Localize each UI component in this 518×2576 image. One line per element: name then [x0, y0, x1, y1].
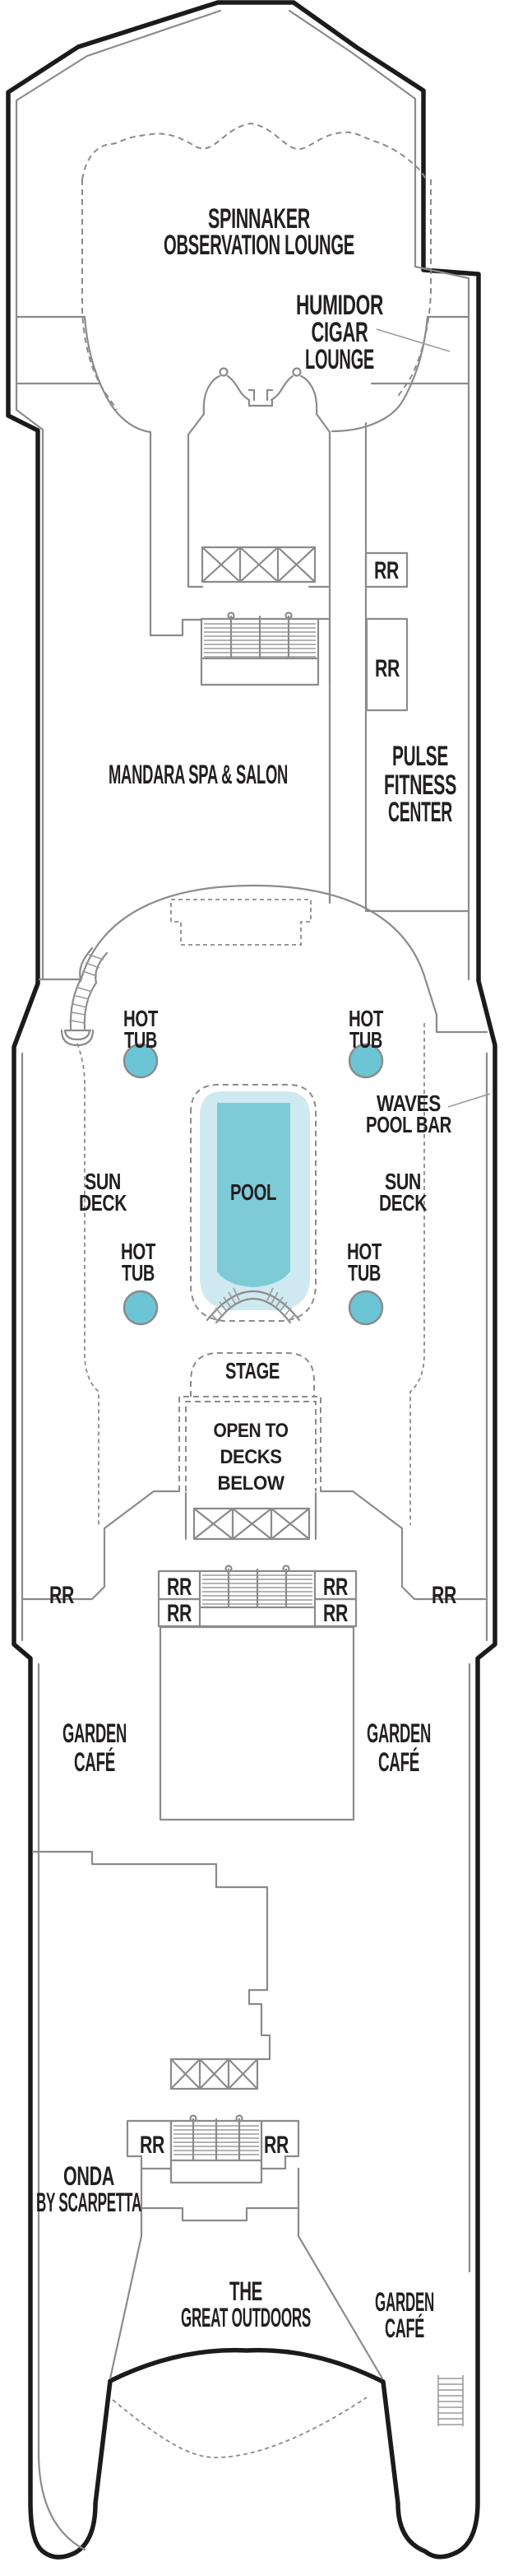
hull-inner-line-right	[288, 9, 470, 981]
label-open-line1: OPEN TO	[214, 1420, 289, 1442]
hot-tub-aft-starboard	[348, 1290, 384, 1326]
label-pulse-line2: FITNESS	[384, 770, 456, 801]
lounge-dome-curve-right	[331, 315, 429, 433]
label-open-line3: BELOW	[218, 1472, 285, 1495]
label-gardencafe-aft-line1: GARDEN	[375, 2287, 434, 2317]
hull-outline	[6, 0, 497, 2560]
elevator-bank-aft	[169, 2058, 259, 2090]
pool-steps	[206, 1287, 301, 1324]
humidor-pointer-line	[376, 328, 451, 352]
label-rr-port-outer: RR	[49, 1582, 75, 1609]
spa-thermal-suite-dashed	[170, 899, 312, 946]
service-wall-stepped	[31, 1850, 271, 2061]
label-spinnaker-line2: OBSERVATION LOUNGE	[164, 230, 354, 261]
label-rr-forward-1: RR	[374, 557, 400, 584]
label-gardencafe-aft-line2: CAFÉ	[385, 2313, 424, 2343]
stern-dashed-curve	[112, 2397, 368, 2458]
label-gardencafe-starboard-line1: GARDEN	[367, 1718, 431, 1748]
label-humidor-line2: CIGAR	[312, 317, 368, 348]
label-sundeck-starboard-line1: SUN	[385, 1169, 421, 1194]
hot-tub-forward-port	[123, 1043, 159, 1079]
lounge-window-dashed-line	[81, 123, 427, 180]
wall-funnel-room	[187, 412, 331, 904]
label-humidor-line3: LOUNGE	[305, 344, 374, 375]
label-stage: STAGE	[225, 1358, 280, 1383]
label-rr-mid-right-1: RR	[323, 1574, 349, 1601]
hull-inner-line-left	[15, 9, 222, 981]
wall-gardencafe-left	[297, 2167, 384, 2380]
staircase-forward	[200, 611, 331, 686]
label-open-line2: DECKS	[220, 1446, 282, 1468]
label-hottub-fp-line2: TUB	[124, 1027, 157, 1053]
hot-tub-forward-starboard	[348, 1043, 384, 1079]
hull-inner-line-left-stern	[37, 1662, 86, 2551]
open-well-dashed-inner	[185, 1401, 317, 1491]
label-pulse-line1: PULSE	[392, 741, 448, 772]
label-onda-line1: ONDA	[63, 2161, 114, 2191]
label-humidor-line1: HUMIDOR	[296, 290, 383, 321]
lounge-window-dashed-left	[81, 179, 118, 411]
label-sundeck-port-line2: DECK	[79, 1190, 127, 1216]
label-onda-line2: BY SCARPETTA	[36, 2188, 141, 2217]
label-rr-forward-2: RR	[375, 655, 400, 682]
label-gardencafe-port-line1: GARDEN	[62, 1718, 127, 1748]
pool	[190, 1084, 317, 1324]
label-gardencafe-starboard-line2: CAFÉ	[378, 1747, 419, 1777]
overhang-dashed-right	[409, 1023, 425, 1525]
label-pool: POOL	[230, 1179, 276, 1205]
waves-bar-step-wall	[435, 1013, 488, 1034]
label-pulse-line3: CENTER	[388, 797, 452, 828]
galley-block	[159, 1625, 355, 1821]
curved-staircase-port	[60, 946, 109, 1047]
label-great-outdoors-line1: THE	[229, 2276, 262, 2306]
overhang-dashed-left	[76, 1043, 99, 1525]
label-rr-mid-left-1: RR	[167, 1574, 192, 1601]
label-hottub-fs-line2: TUB	[349, 1027, 382, 1053]
label-mandara-spa: MANDARA SPA & SALON	[109, 760, 288, 789]
label-rr-aft-right: RR	[264, 2132, 289, 2159]
staircase-aft	[169, 2114, 263, 2184]
wing-wall-right	[319, 1490, 487, 1601]
label-hottub-ap-line2: TUB	[122, 1260, 155, 1286]
label-hottub-as-line2: TUB	[348, 1260, 381, 1286]
wall-great-outdoors-top	[140, 2206, 300, 2222]
elevator-bank-midship	[192, 1507, 311, 1541]
label-hottub-as-line1: HOT	[347, 1239, 382, 1264]
label-gardencafe-port-line2: CAFÉ	[74, 1747, 115, 1777]
label-rr-mid-right-2: RR	[323, 1600, 349, 1627]
label-hottub-fp-line1: HOT	[123, 1006, 158, 1031]
lounge-dome-curve-left	[83, 315, 152, 434]
label-rr-aft-left: RR	[140, 2132, 165, 2159]
wall-onda-right	[109, 2167, 143, 2380]
restroom-forward-2-box	[365, 617, 409, 712]
wing-wall-left	[21, 1490, 181, 1601]
label-great-outdoors-line2: GREAT OUTDOORS	[181, 2303, 311, 2332]
label-waves-line2: POOL BAR	[366, 1112, 451, 1137]
label-sundeck-starboard-line2: DECK	[379, 1190, 427, 1216]
label-rr-mid-left-2: RR	[167, 1600, 192, 1627]
pool-deck-dome-arc	[79, 884, 438, 1016]
restroom-forward-1-box	[364, 551, 409, 588]
funnel-structure-icon	[202, 367, 318, 416]
stern-stairs-icon	[437, 2375, 464, 2426]
label-waves-line1: WAVES	[377, 1090, 441, 1116]
stage-dashed-outline	[190, 1352, 315, 1397]
lounge-window-dashed-right	[395, 179, 432, 399]
label-rr-starboard-outer: RR	[432, 1582, 457, 1609]
wall-spa-right	[149, 430, 203, 637]
open-well-walls	[184, 1491, 317, 1541]
waves-pointer-line	[447, 1093, 491, 1108]
hot-tub-aft-port	[123, 1290, 159, 1326]
label-spinnaker-line1: SPINNAKER	[208, 203, 310, 235]
label-hottub-ap-line1: HOT	[121, 1239, 155, 1264]
elevator-bank-forward	[201, 546, 317, 584]
label-sundeck-port-line1: SUN	[85, 1169, 121, 1194]
pool-dashed-outline	[190, 1084, 317, 1322]
label-hottub-fs-line1: HOT	[349, 1006, 383, 1031]
pool-water	[217, 1103, 290, 1287]
